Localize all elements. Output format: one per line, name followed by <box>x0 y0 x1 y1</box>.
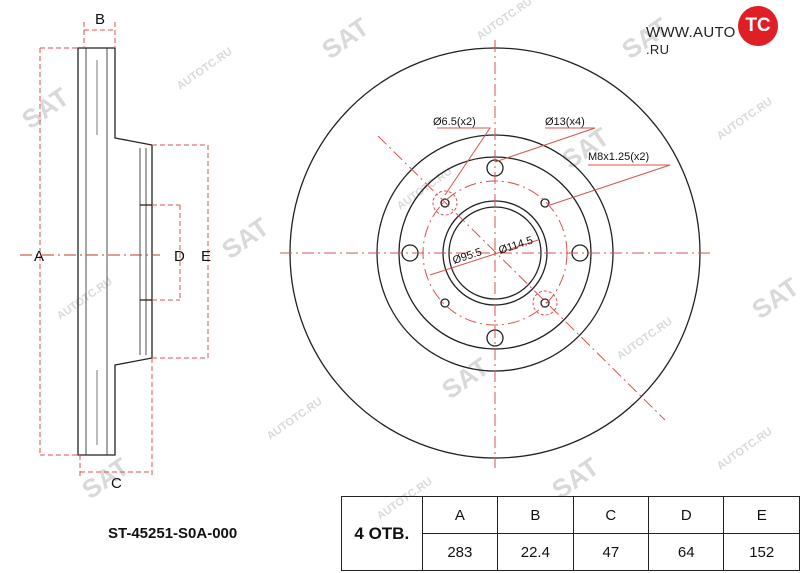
watermark-text: AUTOTC.RU <box>715 426 775 473</box>
logo-suffix: .RU <box>646 42 670 57</box>
dim-letter-c: C <box>111 475 122 492</box>
spec-header-b: B <box>497 496 574 534</box>
watermark-text: AUTOTC.RU <box>175 46 235 93</box>
dim-letter-d: D <box>174 248 185 265</box>
dim-letter-a: A <box>34 248 44 265</box>
part-number: ST-45251-S0A-000 <box>108 525 238 542</box>
watermark-text: AUTOTC.RU <box>615 316 675 363</box>
spec-header-a: A <box>421 496 499 534</box>
watermark-brand: SAT <box>556 122 614 175</box>
dim-letter-b: B <box>95 11 105 28</box>
thread-callout: M8x1.25(x2) <box>588 151 649 163</box>
spec-value-e: 152 <box>723 533 800 571</box>
disc-side-view <box>77 47 153 456</box>
spec-header-c: C <box>572 496 650 534</box>
watermark-brand: SAT <box>216 212 274 265</box>
logo-prefix: WWW.AUTO <box>646 24 736 41</box>
spec-header-d: D <box>648 496 725 534</box>
logo-text: WWW.AUTO.RU <box>646 24 796 58</box>
pcd-inner-callout: Ø95.5 <box>451 246 483 267</box>
logo-badge: TC <box>738 6 778 46</box>
spec-value-row: 283 22.4 47 64 152 <box>342 533 800 571</box>
dim-letter-e: E <box>201 248 211 265</box>
autotc-logo: WWW.AUTO.RU TC <box>646 6 796 57</box>
spec-table: 4 ОТВ. A B C D E 283 22.4 47 64 152 <box>341 496 800 571</box>
watermark-text: AUTOTC.RU <box>265 396 325 443</box>
watermark-text: AUTOTC.RU <box>475 0 535 42</box>
spec-header-row: 4 ОТВ. A B C D E <box>341 496 800 571</box>
watermark-brand: SAT <box>316 12 374 65</box>
dimension-letters: A B C D E <box>34 11 211 492</box>
spec-value-c: 47 <box>572 533 650 571</box>
watermark-text: AUTOTC.RU <box>395 166 455 213</box>
spec-value-b: 22.4 <box>497 533 574 571</box>
watermark-brand: SAT <box>16 82 74 135</box>
spec-value-a: 283 <box>421 533 499 571</box>
spec-value-d: 64 <box>648 533 725 571</box>
hole-small-callout: Ø6.5(x2) <box>433 116 476 128</box>
hole-stud-callout: Ø13(x4) <box>545 116 585 128</box>
spec-header-e: E <box>723 496 800 534</box>
watermark-brand: SAT <box>76 452 134 505</box>
watermark-brand: SAT <box>746 272 800 325</box>
holes-count-label: 4 ОТВ. <box>341 496 423 571</box>
callout-leaders <box>429 127 671 276</box>
pcd-outer-callout: Ø114.5 <box>497 235 534 257</box>
watermark-text: AUTOTC.RU <box>715 96 775 143</box>
dimension-lines <box>20 22 209 478</box>
watermark-text: AUTOTC.RU <box>55 276 115 323</box>
